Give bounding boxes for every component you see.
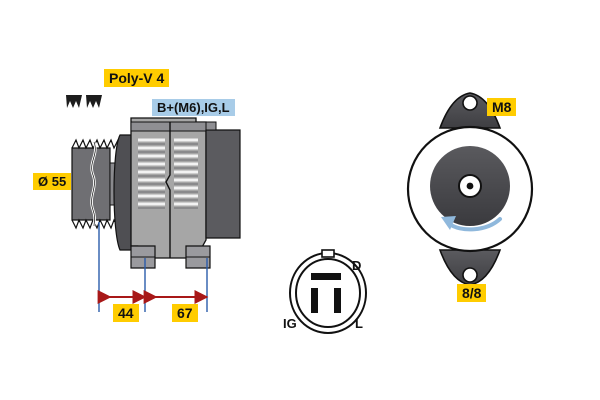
poly-v-belt-profile-icon — [66, 95, 102, 108]
terminal-label-d: D — [352, 258, 362, 273]
mounting-hole-bottom — [462, 267, 478, 283]
dimension-label-67: 67 — [172, 304, 198, 322]
connector-pin-d — [311, 273, 341, 280]
mounting-feet — [130, 245, 211, 269]
callout-mount-thread: M8 — [487, 98, 517, 116]
callout-mount-code: 8/8 — [457, 284, 487, 302]
front-view-group — [406, 92, 534, 286]
connector-pin-l — [334, 288, 341, 313]
terminal-label-ig: IG — [283, 316, 297, 331]
mounting-hole-top — [462, 95, 478, 111]
connector-key-tab — [321, 249, 335, 258]
dimension-label-44: 44 — [113, 304, 139, 322]
side-view-group — [66, 95, 241, 312]
shaft-center-point — [466, 182, 474, 190]
callout-terminals: B+(M6),IG,L — [152, 99, 235, 116]
connector-inner-shell — [295, 258, 361, 328]
rear-cover — [205, 121, 241, 239]
connector-view-group — [289, 249, 367, 334]
connector-pin-ig — [311, 288, 318, 313]
callout-poly-v: Poly-V 4 — [104, 69, 170, 87]
rotation-arrow-icon — [441, 216, 502, 232]
stator-body — [130, 117, 207, 259]
callout-pulley-diameter: Ø 55 — [33, 173, 72, 190]
terminal-label-l: L — [355, 316, 363, 331]
